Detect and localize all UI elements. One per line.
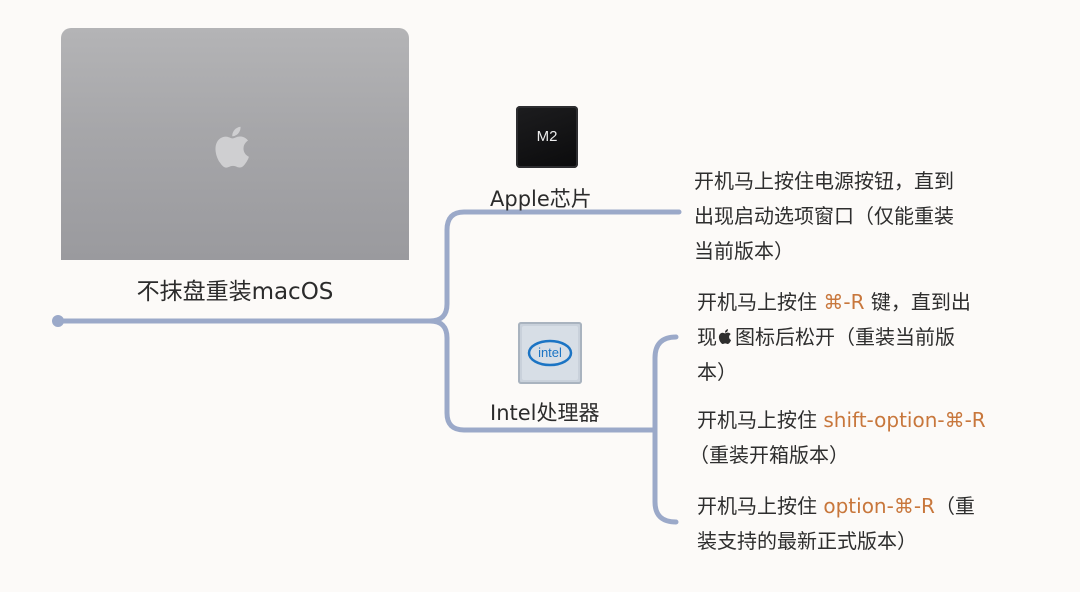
apple-logo-icon	[718, 329, 732, 344]
leaf-line: 开机马上按住 ⌘-R 键，直到出	[697, 290, 971, 314]
root-node-label: 不抹盘重装macOS	[136, 279, 334, 305]
leaf-line: 本）	[697, 360, 737, 384]
leaf-line: 现图标后松开（重装当前版	[697, 325, 955, 349]
shortcut-highlight: shift-option-⌘-R	[823, 408, 986, 432]
leaf-line: （重装开箱版本）	[689, 443, 849, 467]
shortcut-highlight: option-⌘-R	[823, 494, 935, 518]
leaf-line: 开机马上按住电源按钮，直到	[694, 169, 954, 193]
m2-chip-icon: M2	[516, 106, 578, 168]
root-dot	[52, 315, 64, 327]
leaf-line: 开机马上按住 shift-option-⌘-R	[697, 408, 986, 432]
leaf-intel-shift-option-cmd-r: 开机马上按住 shift-option-⌘-R （重装开箱版本）	[689, 403, 1057, 473]
intel-logo-text: intel	[538, 345, 562, 360]
intel-connector	[427, 318, 658, 433]
intel-chip-icon: intel	[518, 322, 582, 384]
m2-chip-text: M2	[536, 128, 558, 145]
branch-label-apple-silicon: Apple芯片	[490, 187, 592, 211]
leaf-line: 当前版本）	[694, 239, 794, 263]
leaf-line: 开机马上按住 option-⌘-R（重	[697, 494, 975, 518]
intel-leaf-connector	[652, 334, 679, 525]
apple-logo-icon	[215, 126, 249, 168]
branch-label-intel: Intel处理器	[490, 401, 600, 425]
leaf-line: 装支持的最新正式版本）	[697, 529, 917, 553]
leaf-intel-option-cmd-r: 开机马上按住 option-⌘-R（重 装支持的最新正式版本）	[697, 489, 1057, 559]
leaf-apple-power-button: 开机马上按住电源按钮，直到 出现启动选项窗口（仅能重装 当前版本）	[694, 164, 1054, 269]
root-connector	[55, 209, 682, 324]
leaf-line: 出现启动选项窗口（仅能重装	[694, 204, 954, 228]
shortcut-highlight: ⌘-R	[823, 290, 865, 314]
leaf-intel-cmd-r: 开机马上按住 ⌘-R 键，直到出 现图标后松开（重装当前版 本）	[697, 285, 1057, 390]
macbook-image	[61, 28, 409, 260]
